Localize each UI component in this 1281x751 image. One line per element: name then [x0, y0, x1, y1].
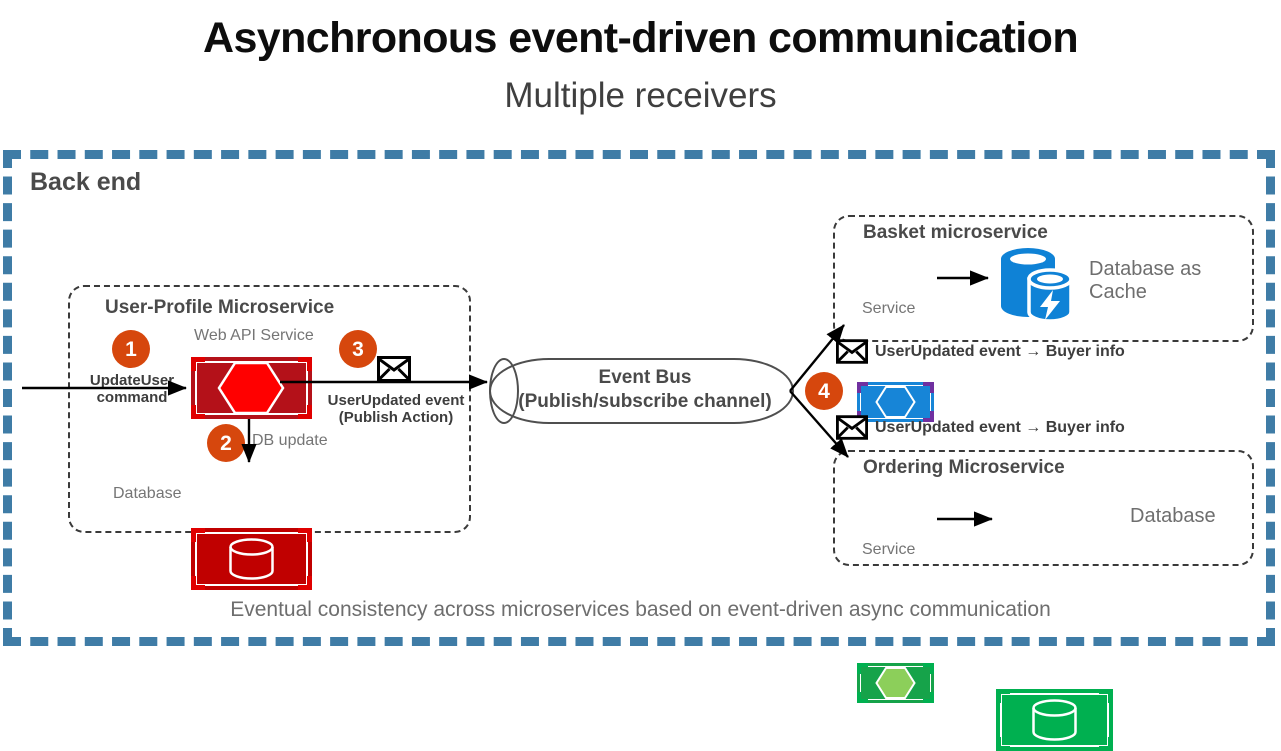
basket-service-icon: [857, 382, 934, 422]
page-subtitle: Multiple receivers: [504, 76, 777, 115]
event-bus-cylinder-cap: [489, 358, 519, 424]
ordering-service-icon: [857, 663, 934, 703]
basket-microservice-boundary: [833, 215, 1254, 342]
user-updated-event-line1: UserUpdated event: [327, 392, 465, 409]
user-profile-microservice-title: User-Profile Microservice: [105, 297, 335, 318]
backend-boundary: [3, 150, 1275, 646]
ordering-microservice-title: Ordering Microservice: [863, 457, 1065, 478]
update-user-command-line1: UpdateUser: [89, 372, 175, 389]
footer-caption: Eventual consistency across microservice…: [230, 598, 1051, 621]
step-1-badge: 1: [112, 330, 150, 368]
db-update-label: DB update: [252, 432, 328, 449]
database-cylinder-icon: [1032, 699, 1077, 741]
basket-microservice-title: Basket microservice: [863, 222, 1048, 243]
ordering-service-caption: Service: [862, 541, 916, 558]
ordering-microservice-boundary: [833, 450, 1254, 566]
step-3-badge: 3: [339, 330, 377, 368]
user-profile-database-caption: Database: [113, 485, 182, 502]
database-cylinder-icon: [229, 538, 274, 580]
basket-database-caption-line2: Cache: [1089, 281, 1147, 303]
update-user-command-line2: command: [96, 389, 168, 407]
event-bus-label: Event Bus (Publish/subscribe channel): [500, 366, 790, 414]
user-updated-event-publish-label: UserUpdated event (Publish Action): [316, 392, 476, 427]
event-bus-line1: Event Bus: [598, 367, 692, 388]
event-bus-line2: (Publish/subscribe channel): [518, 390, 772, 412]
hexagon-icon: [875, 386, 916, 418]
basket-event-label: UserUpdated event → Buyer info: [875, 343, 1125, 360]
basket-database-caption: Database as Cache: [1089, 258, 1201, 304]
step-4-badge: 4: [805, 372, 843, 410]
user-profile-database-icon: [191, 528, 312, 590]
ordering-database-caption: Database: [1130, 505, 1216, 527]
basket-database-cache-icon: [993, 246, 1075, 324]
hexagon-icon: [217, 361, 285, 415]
basket-service-caption: Service: [862, 300, 916, 317]
web-api-service-caption: Web API Service: [194, 327, 314, 344]
ordering-event-label: UserUpdated event → Buyer info: [875, 419, 1125, 436]
step-2-badge: 2: [207, 424, 245, 462]
ordering-database-icon: [996, 689, 1113, 751]
envelope-icon-basket: [836, 339, 868, 364]
envelope-icon-publish: [377, 356, 411, 382]
web-api-service-icon: [191, 357, 312, 419]
publish-action-line2: (Publish Action): [338, 409, 454, 427]
basket-database-caption-line1: Database as: [1089, 258, 1202, 280]
update-user-command-label: UpdateUser command: [80, 372, 184, 407]
page-title: Asynchronous event-driven communication: [203, 14, 1079, 62]
event-bus-cylinder: [489, 358, 794, 424]
backend-label: Back end: [30, 168, 142, 196]
envelope-icon-ordering: [836, 415, 868, 440]
